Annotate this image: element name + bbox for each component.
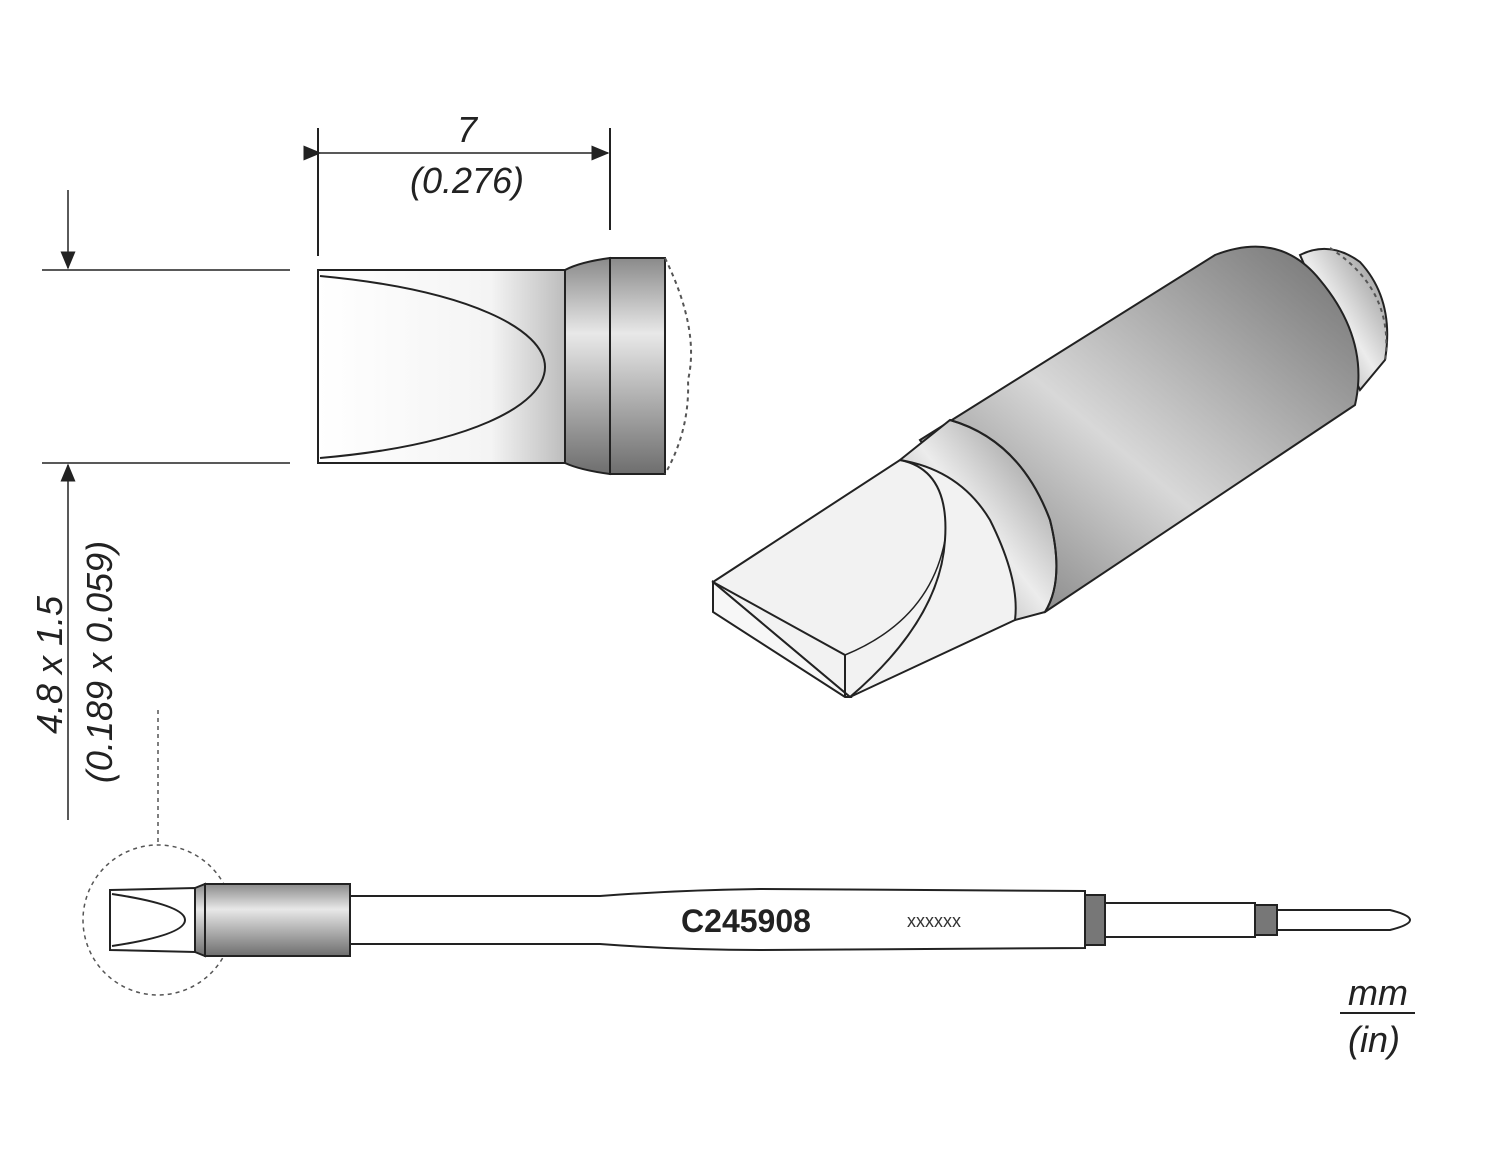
tip-size-mm-label: 4.8 x 1.5 xyxy=(29,595,70,734)
tip-full-view: C245908 xxxxxx xyxy=(109,882,1412,958)
tip-side-view xyxy=(317,256,693,476)
length-dimension: 7 (0.276) xyxy=(303,109,611,256)
length-mm-label: 7 xyxy=(457,109,479,150)
unit-primary: mm xyxy=(1348,972,1408,1013)
units-legend: mm (in) xyxy=(1340,972,1415,1060)
tip-size-dimension: 4.8 x 1.5 (0.189 x 0.059) xyxy=(29,190,290,820)
part-marking: xxxxxx xyxy=(907,911,961,931)
part-number: C245908 xyxy=(681,903,811,939)
length-in-label: (0.276) xyxy=(410,160,524,201)
tip-size-in-label: (0.189 x 0.059) xyxy=(79,541,120,783)
unit-secondary: (in) xyxy=(1348,1019,1400,1060)
tip-3d-view xyxy=(711,245,1389,699)
